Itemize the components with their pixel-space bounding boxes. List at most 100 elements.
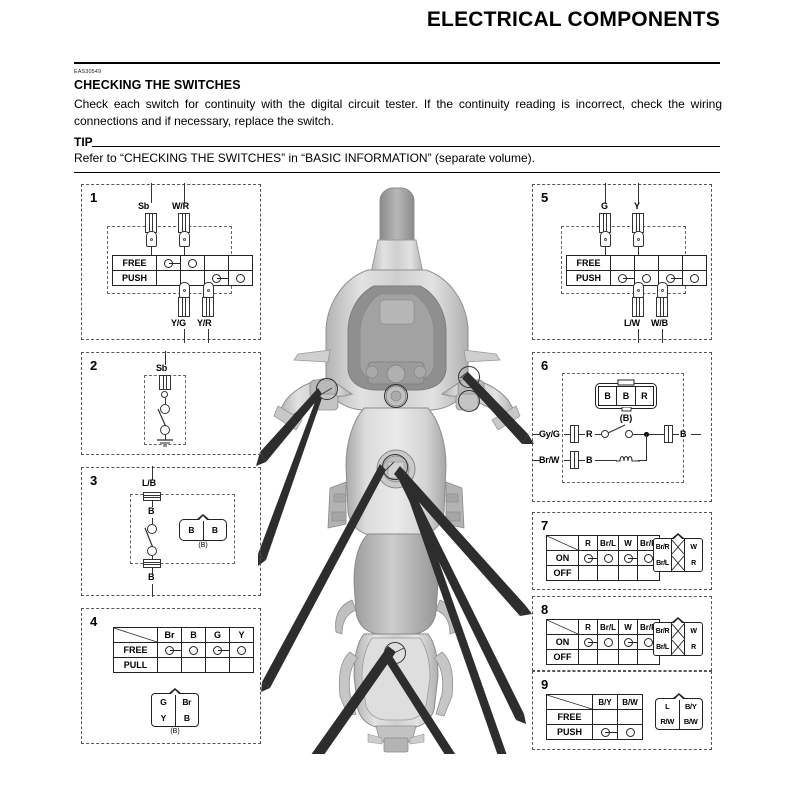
cell	[156, 270, 181, 286]
panel-5-number: 5	[541, 190, 549, 205]
panel-6-left-label-2: Br/W	[539, 455, 560, 465]
connector-cell: Br/L	[654, 639, 673, 655]
contact-node	[161, 391, 168, 398]
terminal	[632, 213, 644, 233]
panel-7-header-2: Br/L	[597, 535, 619, 551]
table-row: PUSH	[546, 724, 643, 740]
cell	[597, 565, 619, 581]
cell	[597, 649, 619, 665]
callout-circle-3	[382, 454, 408, 480]
wire	[533, 460, 541, 461]
connector-row: Y B	[152, 710, 198, 726]
housing-cell: B	[599, 387, 618, 405]
panel-6: 6 B B R (B) Gy/G R	[532, 352, 712, 502]
panel-9: 9 B/Y B/W FREE PUSH	[532, 671, 712, 750]
connector-row: Br/R W	[654, 539, 702, 555]
panel-8-connector: Br/R W Br/L R	[653, 617, 703, 656]
wire	[165, 351, 166, 365]
spade-terminal	[146, 231, 157, 247]
panel-7-continuity-table: R Br/L W Br/R ON OFF	[546, 535, 660, 581]
cell	[618, 649, 638, 665]
cell	[156, 255, 181, 271]
wire	[595, 460, 617, 461]
table-row: FREE	[546, 709, 643, 725]
wire	[152, 568, 153, 574]
panel-4: 4 Br B G Y FREE	[81, 608, 261, 744]
panel-6-left-label-1: Gy/G	[539, 429, 560, 439]
connector-cell: B	[180, 520, 204, 540]
housing-inner: B B R	[598, 386, 654, 406]
panel-9-number: 9	[541, 677, 549, 692]
panel-4-continuity-table: Br B G Y FREE PULL	[113, 627, 254, 673]
panel-6-right-label: B	[680, 429, 687, 439]
table-corner-cell	[546, 535, 579, 551]
housing-cell: B	[617, 387, 636, 405]
wire	[638, 246, 639, 255]
wire	[151, 246, 152, 255]
wire	[208, 329, 209, 343]
cell	[578, 550, 598, 566]
panel-6-inner-label-1: R	[586, 429, 593, 439]
table-row: ON	[546, 550, 660, 566]
connector-tab-inner	[673, 535, 683, 540]
wire	[564, 460, 570, 461]
table-corner-cell	[546, 694, 593, 710]
table-row: FREE	[113, 642, 254, 658]
table-row: PULL	[113, 657, 254, 673]
wire	[638, 460, 647, 461]
table-row: ON	[546, 634, 660, 650]
switch-contact-lower	[160, 425, 170, 435]
panel-1: 1 Sb W/R FREE PUSH	[81, 183, 261, 343]
cell	[205, 642, 230, 658]
wire	[662, 329, 663, 343]
panel-7-header-3: W	[618, 535, 638, 551]
connector-cell-blank	[672, 639, 685, 655]
cell	[180, 255, 205, 271]
terminal	[178, 297, 190, 317]
connector-cell: B/W	[683, 717, 698, 726]
housing-latch-icon	[617, 379, 635, 386]
panel-6-inner-label-2: B	[586, 455, 593, 465]
panel-4-connector-sublabel: (B)	[170, 728, 180, 735]
connector-cell: Br	[182, 697, 192, 707]
connector-row: R/W B/W	[656, 714, 702, 729]
cell	[229, 642, 254, 658]
wire	[151, 183, 152, 203]
connector-cell: W	[690, 627, 697, 635]
panel-8-number: 8	[541, 602, 549, 617]
wire	[184, 329, 185, 343]
connector-cross-icon	[671, 539, 685, 571]
spade-terminal	[600, 231, 611, 247]
switch-contact-upper	[160, 404, 170, 414]
terminal	[664, 425, 673, 443]
panel-5-input-label-2: Y	[634, 201, 640, 211]
connector-row: Br/L R	[654, 639, 702, 655]
wire	[152, 466, 153, 480]
inline-connector	[143, 559, 161, 568]
page-header: ELECTRICAL COMPONENTS	[74, 8, 720, 31]
panel-5-output-label-1: L/W	[624, 318, 640, 328]
wire	[673, 434, 679, 435]
cell	[597, 634, 619, 650]
table-corner-cell	[113, 627, 158, 643]
connector-row: Br/R W	[654, 623, 702, 639]
cell	[617, 709, 643, 725]
callout-circle-2	[384, 384, 408, 408]
wire	[152, 501, 153, 507]
panel-3: 3 L/B B B B B	[81, 466, 261, 597]
cell	[618, 565, 638, 581]
coil-symbol	[616, 455, 640, 462]
spade-terminal	[203, 282, 214, 298]
wire	[152, 584, 153, 597]
connector-tab-inner	[170, 690, 180, 695]
panel-8: 8 R Br/L W Br/R ON	[532, 596, 712, 671]
panel-4-row-free: FREE	[113, 642, 158, 658]
cell	[229, 657, 254, 673]
panel-7-connector: Br/R W Br/L R	[653, 533, 703, 572]
connector-row: Br/L R	[654, 555, 702, 571]
table-row: Br B G Y	[113, 627, 254, 643]
panel-4-header-1: Br	[157, 627, 182, 643]
terminal	[632, 297, 644, 317]
spade-terminal	[179, 231, 190, 247]
